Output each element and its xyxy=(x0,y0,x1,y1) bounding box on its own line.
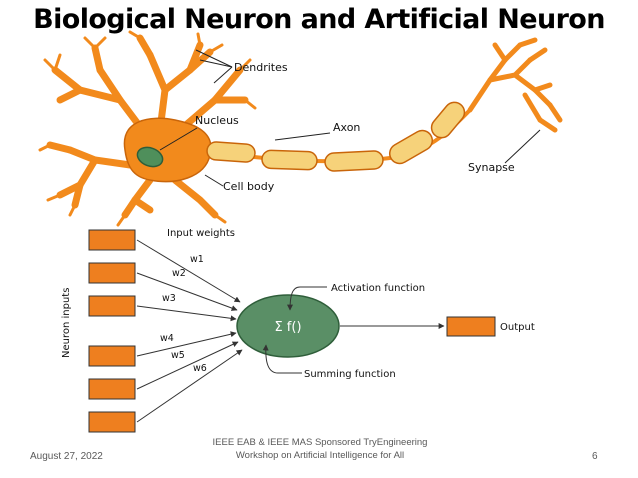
neuron-node xyxy=(236,294,340,358)
weight-arrows xyxy=(136,239,243,423)
output-label: Output xyxy=(500,322,535,333)
input-weights-label: Input weights xyxy=(167,228,235,239)
myelin-sheath xyxy=(206,101,466,172)
input-boxes xyxy=(88,229,136,433)
cell-body-shape xyxy=(123,117,212,183)
slide-title: Biological Neuron and Artificial Neuron xyxy=(33,4,605,35)
weight-label-w1: w1 xyxy=(190,254,204,265)
input-box xyxy=(88,378,136,400)
cell-body-label: Cell body xyxy=(223,180,275,193)
footer-workshop: IEEE EAB & IEEE MAS Sponsored TryEnginee… xyxy=(212,437,428,461)
input-box xyxy=(88,345,136,367)
nucleus-shape xyxy=(136,146,164,168)
neuron-inputs-label: Neuron inputs xyxy=(61,288,72,358)
footer-date: August 27, 2022 xyxy=(30,451,103,462)
input-box xyxy=(88,411,136,433)
dendrites-shape xyxy=(46,34,249,219)
weight-label-w3: w3 xyxy=(162,293,176,304)
artificial-neuron: Neuron inputs Input weights w1 w2 w3 w4 … xyxy=(61,228,535,433)
input-box xyxy=(88,262,136,284)
output-box xyxy=(446,316,496,337)
dendrites-label: Dendrites xyxy=(234,61,288,74)
activation-function-label: Activation function xyxy=(331,283,425,294)
biological-neuron: Dendrites Nucleus Axon Cell body Synapse xyxy=(38,30,563,227)
synapse-label: Synapse xyxy=(468,161,515,174)
weight-label-w4: w4 xyxy=(160,333,174,344)
weight-label-w6: w6 xyxy=(193,363,207,374)
page-number: 6 xyxy=(592,451,598,462)
input-box xyxy=(88,295,136,317)
summing-function-label: Summing function xyxy=(304,369,396,380)
axon-label: Axon xyxy=(333,121,360,134)
node-symbols: Σ f() xyxy=(274,320,301,335)
input-box xyxy=(88,229,136,251)
weight-label-w2: w2 xyxy=(172,268,186,279)
weight-label-w5: w5 xyxy=(171,350,185,361)
nucleus-label: Nucleus xyxy=(195,114,239,127)
